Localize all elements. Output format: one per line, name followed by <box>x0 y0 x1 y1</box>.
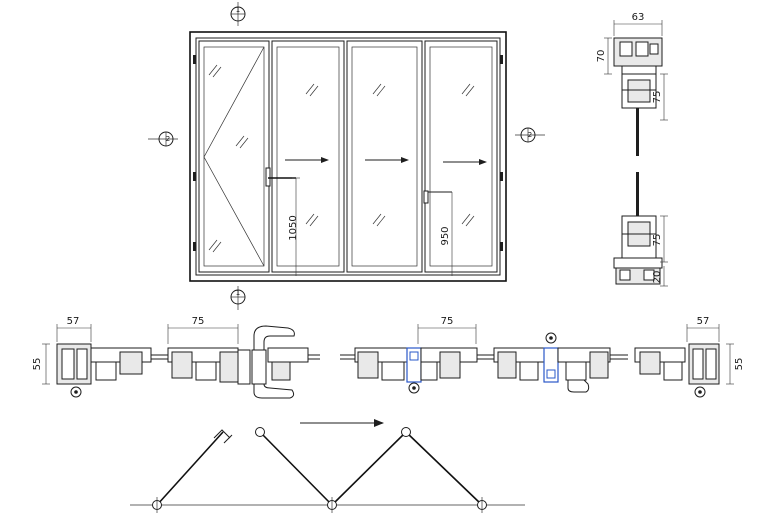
folding-scheme <box>130 419 525 513</box>
sash-width-2-label: 75 <box>441 316 454 327</box>
left-jamb-height-label: 55 <box>32 358 43 371</box>
door-handle <box>265 167 300 276</box>
section-marker-left-label: 2 <box>166 135 170 143</box>
section-marker-bottom: 1 <box>230 286 246 310</box>
direction-arrowhead <box>374 419 384 427</box>
head-width-label: 63 <box>632 12 645 23</box>
door-lock <box>423 190 453 276</box>
head-height-label: 70 <box>596 50 607 63</box>
door-panel-2 <box>271 40 345 273</box>
door-elevation: 1050 950 1 2 2 <box>148 2 545 310</box>
section-marker-bottom-label: 1 <box>236 289 240 297</box>
sill-height-label: 20 <box>652 271 663 284</box>
outer-frame <box>189 31 507 282</box>
folded-leaves <box>156 429 483 506</box>
right-jamb-profile <box>634 343 720 398</box>
door-panel-4 <box>424 40 498 273</box>
section-marker-top-label: 1 <box>236 6 240 14</box>
section-marker-right-label: 2 <box>528 131 532 139</box>
horizontal-section: 57 55 75 <box>32 316 745 399</box>
sash-profile-1 <box>167 347 251 385</box>
right-jamb-width-label: 57 <box>697 316 710 327</box>
door-panel-3 <box>346 40 423 273</box>
center-hinge <box>406 347 422 394</box>
inner-frame <box>195 37 501 276</box>
section-marker-left: 2 <box>148 131 178 147</box>
hinge-marks <box>193 55 503 251</box>
sash-profile-5 <box>557 347 611 393</box>
vertical-section: 63 70 75 75 20 <box>596 12 668 287</box>
sash-width-1-label: 75 <box>192 316 205 327</box>
slide-direction-arrows <box>285 157 487 165</box>
pivot-points <box>152 427 487 513</box>
lock-hinge <box>543 332 559 383</box>
section-marker-right: 2 <box>515 127 545 143</box>
handle-height-label: 1050 <box>288 215 299 240</box>
section-marker-top: 1 <box>230 2 246 26</box>
head-sash-label: 75 <box>652 91 663 104</box>
right-jamb-height-label: 55 <box>734 358 745 371</box>
sash-profile-4 <box>493 347 545 381</box>
sill-sash-label: 75 <box>652 234 663 247</box>
head-profile <box>613 37 663 156</box>
sill-profile <box>613 172 663 285</box>
left-jamb-profile <box>56 343 152 398</box>
handle-section <box>251 325 295 399</box>
lock-height-label: 950 <box>440 226 451 245</box>
left-jamb-width-label: 57 <box>67 316 80 327</box>
door-panel-1 <box>198 40 270 273</box>
sash-profile-3 <box>420 347 478 381</box>
sash-profile-2 <box>354 347 412 381</box>
